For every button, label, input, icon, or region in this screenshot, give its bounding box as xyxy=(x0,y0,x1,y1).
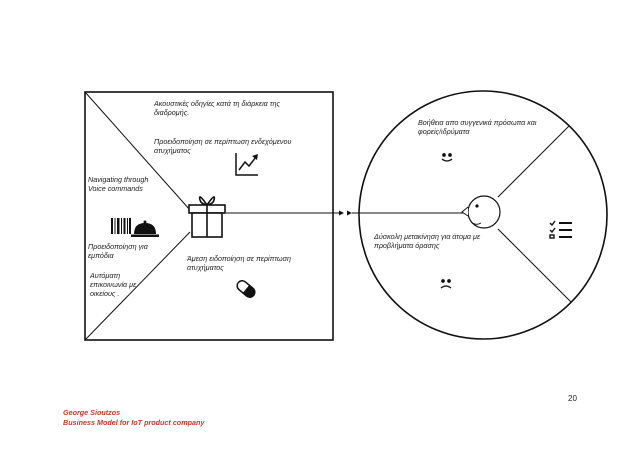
customer-face-icon xyxy=(461,195,501,229)
service-bell-icon xyxy=(131,220,159,237)
connector-arrow-left xyxy=(347,210,352,216)
product-feature-text-3: Αυτόματη επικοινωνία με οικείους . xyxy=(90,271,137,298)
connector-arrow-right xyxy=(339,210,344,216)
pain-reliever-text: Άμεση ειδοποίηση σε περίπτωση ατυχήματος xyxy=(187,254,291,272)
value-map-square xyxy=(84,91,334,341)
customer-pains-text: Δύσκολη μετακίνηση για άτομα με προβλήμα… xyxy=(374,232,481,250)
barcode-icon xyxy=(111,218,131,234)
gift-icon xyxy=(188,196,226,238)
product-feature-text-1: Navigating through Voice commands xyxy=(88,175,149,193)
footer-subtitle: Business Model for IoT product company xyxy=(63,418,205,427)
customer-divider-lower xyxy=(497,228,572,303)
gain-creator-text-1: Ακουστικές οδηγίες κατά τη διάρκεια της … xyxy=(154,99,280,117)
frown-icon xyxy=(440,279,452,289)
smiley-icon xyxy=(441,153,453,162)
growth-chart-icon xyxy=(235,153,258,176)
value-map-divider-upper xyxy=(84,91,191,211)
customer-gains-text: Βοήθεια απο συγγενικά πρόσωπα και φορείς… xyxy=(418,118,537,136)
value-map-divider-lower xyxy=(84,231,191,341)
gain-creator-text-2: Προειδοποίηση σε περίπτωση ενδεχόμενου α… xyxy=(154,137,292,155)
footer-author: George Sioutzos xyxy=(63,408,121,417)
pill-icon xyxy=(236,280,256,298)
page-number: 20 xyxy=(568,394,577,403)
customer-profile-circle xyxy=(358,90,608,340)
customer-divider-upper xyxy=(497,125,570,198)
checklist-icon xyxy=(549,220,572,239)
product-feature-text-2: Προειδοποίηση για εμπόδια xyxy=(88,242,148,260)
